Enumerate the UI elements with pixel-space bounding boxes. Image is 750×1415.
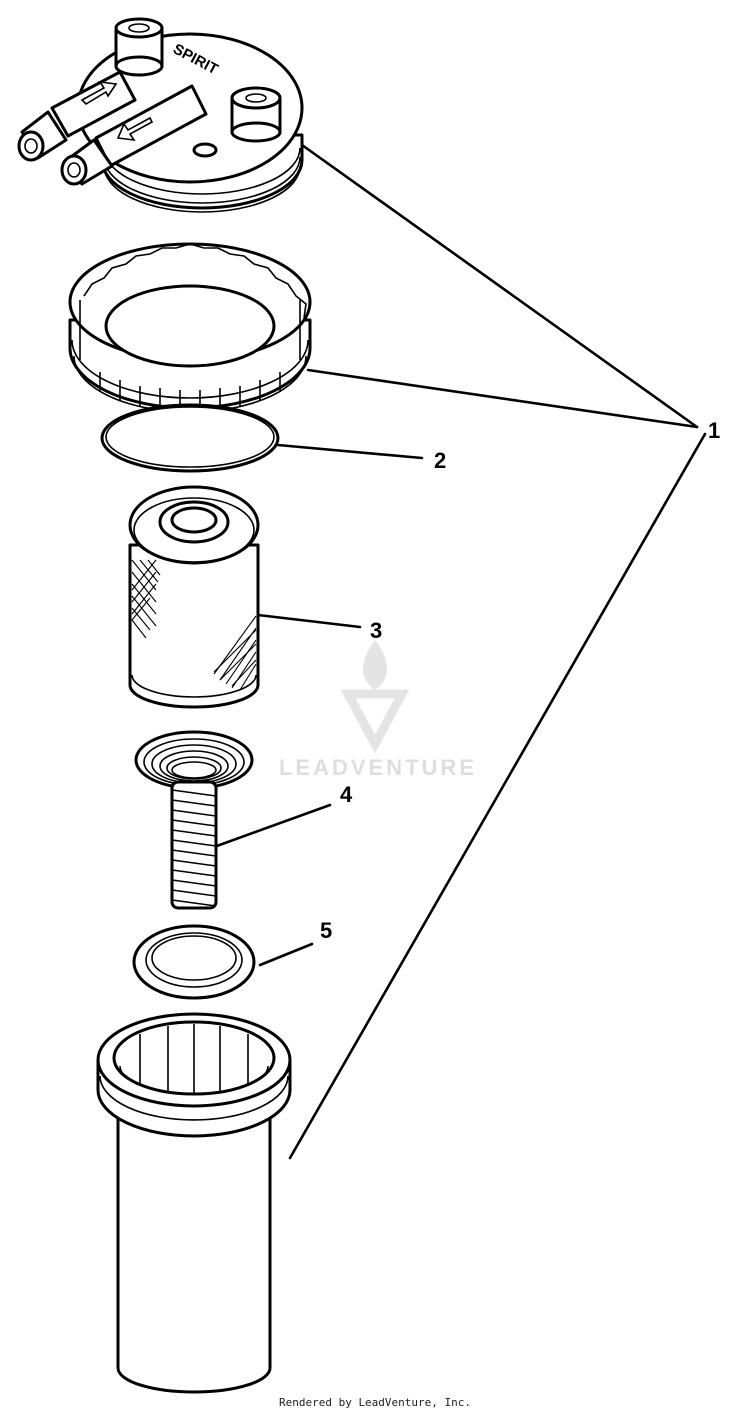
filter-head-cap: SPIRIT: [17, 17, 304, 213]
flow-arrow-out-icon: [116, 116, 154, 142]
cap-post-front: [230, 86, 282, 143]
spring: [134, 730, 254, 910]
callout-2: 2: [434, 448, 446, 473]
retaining-ring: [68, 242, 312, 413]
cap-post-rear: [114, 17, 164, 77]
footer-credit: Rendered by LeadVenture, Inc.: [278, 1396, 472, 1409]
callout-4: 4: [340, 782, 353, 807]
watermark-text: LEADVENTURE: [279, 755, 477, 780]
watermark-flame-icon: [362, 640, 388, 690]
callout-3: 3: [370, 618, 382, 643]
callout-labels: 1 2 3 4 5: [320, 418, 720, 943]
inlet-barb: [17, 70, 137, 162]
callout-1: 1: [708, 418, 720, 443]
watermark-v-icon: [340, 689, 410, 754]
flow-arrow-in-icon: [80, 80, 118, 106]
gasket: [132, 924, 256, 1000]
outlet-barb: [60, 84, 208, 186]
filter-bowl: [96, 1012, 292, 1394]
o-ring: [100, 403, 280, 473]
leader-lines: [212, 143, 707, 1160]
watermark: LEADVENTURE: [279, 640, 477, 780]
filter-element: [128, 485, 260, 709]
callout-5: 5: [320, 918, 332, 943]
filter-mesh-hatch: [131, 559, 257, 691]
